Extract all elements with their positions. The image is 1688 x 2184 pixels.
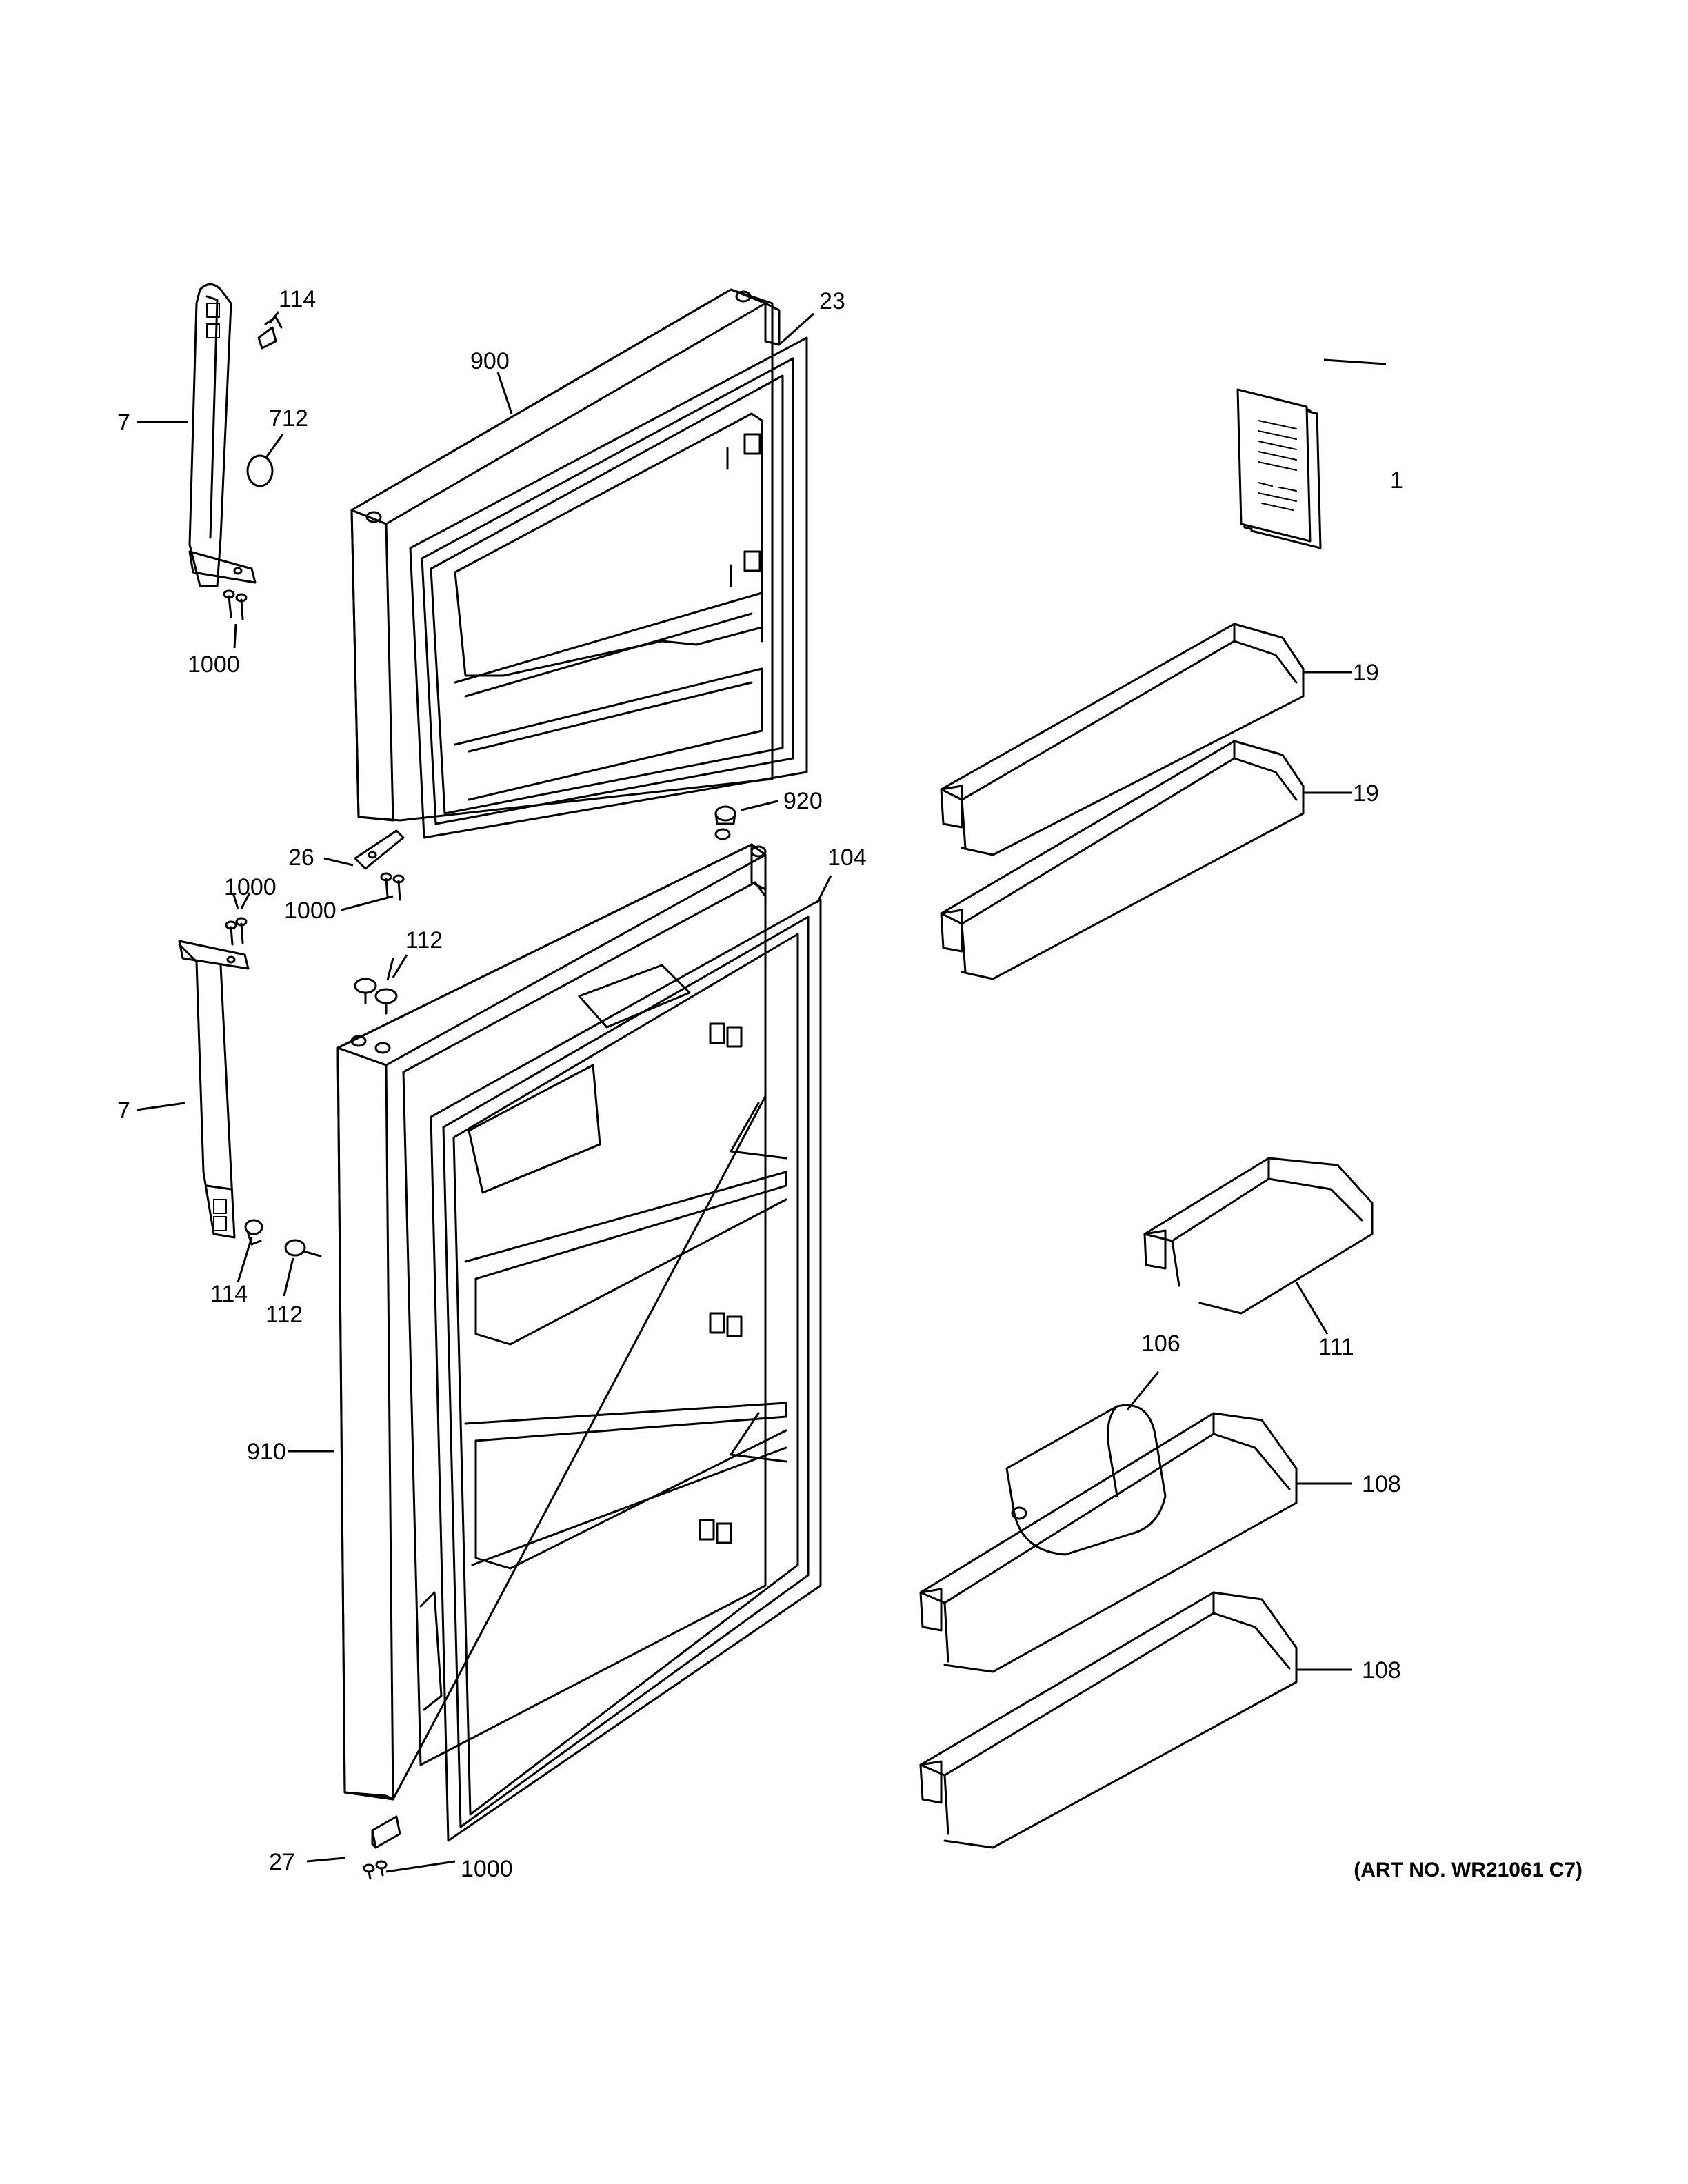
callout-7-lower: 7: [117, 1098, 130, 1124]
callout-1000-lower: 1000: [461, 1856, 513, 1882]
plug-button-114-upper: [257, 316, 283, 350]
callout-1000-upper: 1000: [188, 651, 240, 678]
callout-114-lower: 114: [210, 1281, 248, 1307]
callout-labels: 114 23 900 7 712 1 1000 19 19 920 26 104…: [117, 286, 1582, 1882]
fresh-food-gasket: [430, 898, 822, 1842]
screws-1000-lower: [363, 1860, 388, 1880]
hinge-27: [371, 1815, 401, 1849]
callout-19-upper: 19: [1353, 660, 1379, 686]
stop-920: [714, 805, 736, 825]
callout-910: 910: [247, 1439, 286, 1465]
owners-manual: [1236, 388, 1322, 549]
callout-7-upper: 7: [117, 410, 130, 436]
freezer-handle: [188, 283, 257, 587]
door-bin-108-lower: [919, 1591, 1298, 1849]
callout-114-upper: 114: [279, 286, 316, 312]
screws-1000-upper: [223, 589, 248, 620]
fresh-food-handle: [178, 940, 250, 1239]
callout-27: 27: [269, 1849, 295, 1875]
hinge-26: [354, 829, 405, 870]
callout-111: 111: [1318, 1334, 1354, 1360]
callout-108-lower: 108: [1362, 1657, 1401, 1684]
leader-lines: [136, 311, 1387, 1873]
freezer-gasket: [409, 336, 808, 839]
callout-112-lower: 112: [265, 1302, 303, 1328]
art-number: (ART NO. WR21061 C7): [1354, 1859, 1582, 1881]
fresh-food-door: [336, 828, 767, 1801]
callout-1000-hinge: 1000: [284, 898, 336, 924]
freezer-shelf-19-upper: [940, 623, 1305, 856]
callout-920: 920: [783, 788, 823, 814]
screws-1000-handle: [225, 917, 248, 946]
callout-900: 900: [470, 348, 510, 374]
callout-26: 26: [288, 845, 314, 871]
fresh-food-door-liner: [402, 881, 787, 1766]
egg-bin-106: [1005, 1404, 1167, 1556]
freezer-door-liner: [454, 412, 763, 801]
door-bin-111: [1143, 1157, 1374, 1315]
screws-1000-middle: [380, 872, 405, 901]
callout-108-upper: 108: [1362, 1471, 1401, 1497]
plug-button-114-lower: [244, 1219, 263, 1246]
gasket-ring-712: [246, 454, 274, 487]
callout-23: 23: [819, 288, 845, 314]
callout-712: 712: [269, 405, 308, 432]
callout-104: 104: [827, 845, 867, 871]
plug-112-lower: [284, 1239, 322, 1257]
callout-19-lower: 19: [1353, 780, 1379, 807]
callout-112-upper: 112: [405, 927, 443, 953]
callout-106: 106: [1141, 1331, 1180, 1357]
plugs-112-upper: [354, 978, 398, 1015]
callout-1: 1: [1390, 467, 1403, 494]
door-bin-108-upper: [919, 1412, 1298, 1673]
freezer-shelf-19-lower: [940, 740, 1305, 980]
callout-1000-handle: 1000: [224, 874, 277, 900]
